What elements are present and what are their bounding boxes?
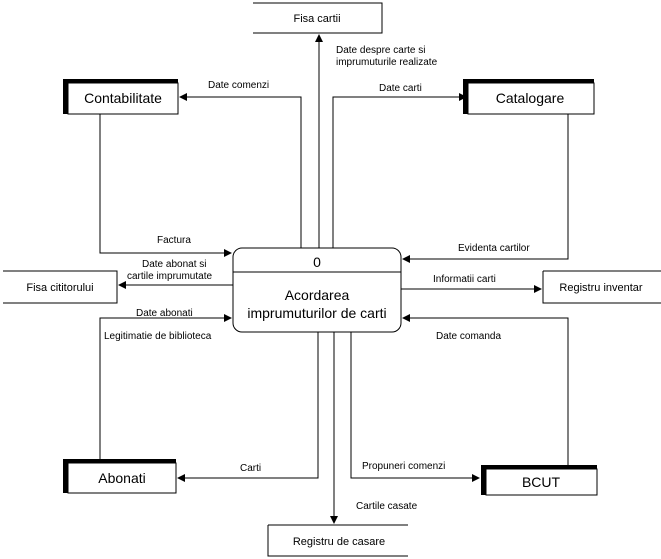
store-registru-casare: Registru de casare xyxy=(267,524,408,557)
flow-date-carti: Date carti xyxy=(332,83,467,248)
process-title-line2: imprumuturilor de carti xyxy=(247,305,386,321)
flow-date-abonati: Date abonati Legitimatie de biblioteca xyxy=(99,308,232,459)
flow-carti: Carti xyxy=(177,332,319,482)
store-fisa-cartii: Fisa cartii xyxy=(253,2,383,34)
flow-date-abonati-label: Date abonati xyxy=(136,308,193,319)
flow-date-abonat-line2: cartile imprumutate xyxy=(127,271,212,282)
entity-bcut-label: BCUT xyxy=(522,474,561,490)
flow-propuneri-comenzi-label: Propuneri comenzi xyxy=(362,461,445,472)
entity-catalogare-label: Catalogare xyxy=(496,90,565,106)
flow-propuneri-comenzi: Propuneri comenzi xyxy=(350,332,480,482)
flow-date-comenzi-label: Date comenzi xyxy=(208,80,269,91)
flow-factura: Factura xyxy=(99,114,232,257)
flow-date-carti-label: Date carti xyxy=(379,83,422,94)
flow-evidenta-cartilor-label: Evidenta cartilor xyxy=(458,243,530,254)
entity-catalogare: Catalogare xyxy=(463,79,595,115)
process-number: 0 xyxy=(313,254,321,270)
flow-informatii-carti-label: Informatii carti xyxy=(433,274,496,285)
flow-date-comanda-label: Date comanda xyxy=(436,331,501,342)
flow-date-despre-carte-line1: Date despre carte si xyxy=(336,45,426,56)
flow-date-abonat: Date abonat si cartile imprumutate xyxy=(118,259,233,289)
store-registru-casare-label: Registru de casare xyxy=(293,536,385,548)
flow-date-despre-carte: Date despre carte si imprumuturile reali… xyxy=(315,34,438,248)
flow-evidenta-cartilor: Evidenta cartilor xyxy=(402,114,569,263)
flow-informatii-carti: Informatii carti xyxy=(401,274,542,293)
process-acordarea: 0 Acordarea imprumuturilor de carti xyxy=(232,247,402,333)
entity-bcut: BCUT xyxy=(481,465,598,496)
flow-date-comenzi: Date comenzi xyxy=(179,80,302,248)
store-registru-inventar-label: Registru inventar xyxy=(559,282,642,294)
entity-contabilitate-label: Contabilitate xyxy=(84,90,162,106)
entity-abonati-label: Abonati xyxy=(98,470,145,486)
flow-factura-label: Factura xyxy=(157,235,191,246)
flow-date-despre-carte-line2: imprumuturile realizate xyxy=(336,57,438,68)
store-registru-inventar: Registru inventar xyxy=(542,270,661,304)
flow-legitimatie-label: Legitimatie de biblioteca xyxy=(104,331,212,342)
entity-abonati: Abonati xyxy=(63,459,177,494)
flow-date-abonat-line1: Date abonat si xyxy=(142,259,207,270)
flow-cartile-casate: Cartile casate xyxy=(330,332,418,524)
store-fisa-cititorului: Fisa cititorului xyxy=(3,270,118,304)
process-title-line1: Acordarea xyxy=(285,287,350,303)
flow-date-comanda: Date comanda xyxy=(402,314,569,465)
flow-carti-label: Carti xyxy=(240,463,261,474)
flow-cartile-casate-label: Cartile casate xyxy=(356,501,418,512)
store-fisa-cititorului-label: Fisa cititorului xyxy=(26,282,93,294)
entity-contabilitate: Contabilitate xyxy=(63,79,179,115)
store-fisa-cartii-label: Fisa cartii xyxy=(293,13,340,25)
